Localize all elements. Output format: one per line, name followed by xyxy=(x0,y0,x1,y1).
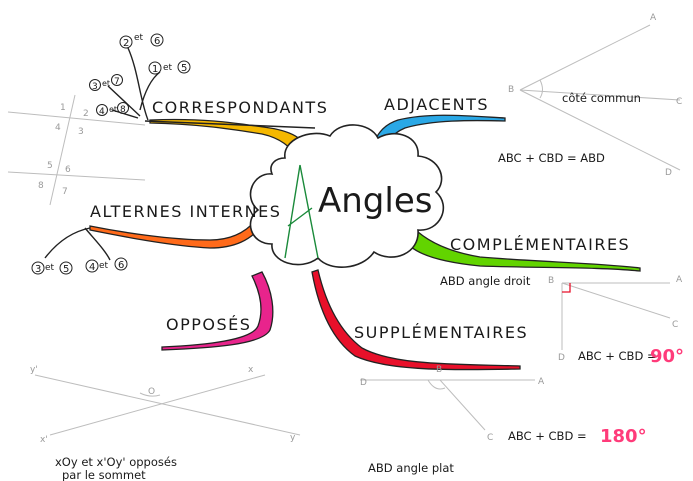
svg-text:xOy et x'Oy' opposés: xOy et x'Oy' opposés xyxy=(55,455,177,469)
svg-text:ABD angle droit: ABD angle droit xyxy=(440,274,531,288)
label-alternes: ALTERNES INTERNES xyxy=(90,202,281,221)
label-opposes: OPPOSÉS xyxy=(166,315,251,334)
svg-text:B: B xyxy=(436,365,442,375)
svg-text:6: 6 xyxy=(154,36,160,47)
branch-opposes xyxy=(161,271,274,351)
svg-text:y: y xyxy=(290,433,296,443)
svg-text:2: 2 xyxy=(83,109,89,119)
svg-text:4: 4 xyxy=(55,123,61,133)
svg-text:D: D xyxy=(360,378,367,388)
svg-text:5: 5 xyxy=(47,161,53,171)
svg-text:5: 5 xyxy=(181,63,187,74)
label-supplementaires: SUPPLÉMENTAIRES xyxy=(354,323,528,342)
svg-text:x': x' xyxy=(40,435,48,445)
svg-text:et: et xyxy=(99,261,109,271)
svg-text:A: A xyxy=(676,275,683,285)
svg-text:4: 4 xyxy=(99,107,105,117)
svg-text:180°: 180° xyxy=(600,426,647,447)
label-correspondants: CORRESPONDANTS xyxy=(152,98,328,117)
svg-text:3: 3 xyxy=(35,264,41,275)
svg-text:C: C xyxy=(676,97,682,107)
svg-text:B: B xyxy=(508,85,514,95)
pair-3-7: 3 et 7 xyxy=(89,74,123,92)
svg-text:et: et xyxy=(109,105,117,114)
svg-text:2: 2 xyxy=(123,38,129,49)
branch-correspondants-line xyxy=(144,120,316,129)
svg-text:3: 3 xyxy=(92,82,98,92)
svg-text:A: A xyxy=(650,13,657,23)
svg-text:et: et xyxy=(163,63,173,73)
svg-text:6: 6 xyxy=(118,260,124,271)
svg-text:ABC + CBD =: ABC + CBD = xyxy=(508,429,587,443)
branch-complementaires xyxy=(409,231,641,272)
svg-text:B: B xyxy=(548,276,554,286)
svg-text:D: D xyxy=(558,353,565,363)
svg-text:côté commun: côté commun xyxy=(562,91,641,105)
svg-text:90°: 90° xyxy=(650,346,684,367)
correspondants-tree xyxy=(107,47,161,121)
label-adjacents: ADJACENTS xyxy=(384,95,489,114)
svg-text:7: 7 xyxy=(114,77,120,87)
svg-text:x: x xyxy=(248,365,254,375)
central-title: Angles xyxy=(318,181,432,221)
svg-text:7: 7 xyxy=(62,187,68,197)
svg-text:5: 5 xyxy=(63,264,69,275)
svg-text:et: et xyxy=(45,263,55,273)
alternes-tree xyxy=(44,227,111,261)
svg-text:D: D xyxy=(665,168,672,178)
label-complementaires: COMPLÉMENTAIRES xyxy=(450,235,630,254)
svg-text:6: 6 xyxy=(65,165,71,175)
complementaires-figure xyxy=(561,282,671,350)
svg-text:ABC + CBD = ABD: ABC + CBD = ABD xyxy=(498,151,605,165)
svg-text:8: 8 xyxy=(120,105,126,115)
supplementaires-figure xyxy=(360,379,535,431)
svg-text:C: C xyxy=(672,320,678,330)
svg-text:par le sommet: par le sommet xyxy=(62,468,146,481)
pair-4-6: 4 et 6 xyxy=(85,257,128,273)
svg-text:1: 1 xyxy=(60,103,66,113)
opposes-figure xyxy=(34,374,301,436)
svg-text:ABC + CBD =: ABC + CBD = xyxy=(578,349,657,363)
pair-4-8: 4 et 8 xyxy=(96,102,129,117)
svg-text:C: C xyxy=(487,433,493,443)
svg-text:1: 1 xyxy=(152,64,158,75)
svg-text:O: O xyxy=(148,387,155,397)
adjacents-figure xyxy=(519,24,681,171)
svg-text:et: et xyxy=(102,79,110,88)
svg-text:y': y' xyxy=(30,365,38,375)
svg-text:ABD angle plat: ABD angle plat xyxy=(368,461,454,475)
svg-text:8: 8 xyxy=(38,181,44,191)
branch-supplementaires xyxy=(311,269,521,371)
title-letter-A xyxy=(284,164,319,259)
pair-3-5: 3 et 5 xyxy=(31,261,73,275)
pair-2-6: 2 et 6 xyxy=(119,33,164,49)
svg-text:3: 3 xyxy=(78,127,84,137)
svg-text:et: et xyxy=(134,33,144,43)
pair-1-5: 1 et 5 xyxy=(148,60,191,75)
right-angle-mark xyxy=(562,283,571,293)
svg-text:4: 4 xyxy=(89,262,95,273)
parallel-lines-figure xyxy=(7,94,146,206)
svg-text:A: A xyxy=(538,377,545,387)
central-cloud xyxy=(249,124,445,268)
branch-alternes xyxy=(89,219,263,249)
